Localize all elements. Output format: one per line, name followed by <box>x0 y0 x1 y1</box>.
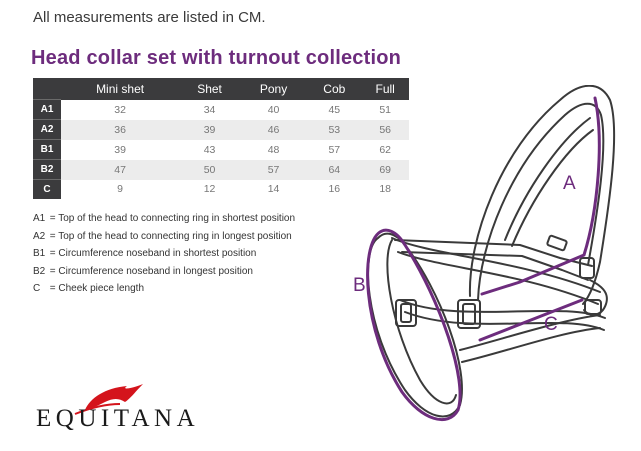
column-header: Full <box>361 78 409 100</box>
table-cell: 12 <box>203 183 216 196</box>
row-key: B1 <box>33 139 61 160</box>
legend-key: A1 <box>33 213 46 224</box>
table-cell: 32 <box>114 103 126 116</box>
table-cell: 43 <box>203 143 216 156</box>
legend-text: = Circumference noseband in longest posi… <box>49 265 253 277</box>
table-cell: 34 <box>203 103 216 116</box>
legend-item: A1 = Top of the head to connecting ring … <box>33 210 295 228</box>
head-collar-illustration: A B C <box>353 85 616 422</box>
legend-text: = Cheek piece length <box>49 283 145 294</box>
row-key: A2 <box>33 119 61 140</box>
column-header: Shet <box>179 78 240 100</box>
column-header: Pony <box>239 78 308 100</box>
row-key: C <box>33 179 61 199</box>
legend-key: A2 <box>33 230 46 242</box>
table-cell: 45 <box>328 103 341 116</box>
table-cell: 39 <box>179 119 240 140</box>
table-cell: 14 <box>267 183 280 196</box>
table-row: B1 39 43 48 57 62 <box>33 139 409 160</box>
legend-item: B1 = Circumference noseband in shortest … <box>33 245 295 263</box>
table-corner <box>33 78 61 100</box>
table-cell: 16 <box>328 183 341 196</box>
column-header: Mini shet <box>61 78 180 100</box>
table-row: B2 47 50 57 64 69 <box>33 159 409 180</box>
row-key: B2 <box>33 159 61 180</box>
table-cell: 48 <box>267 143 280 156</box>
label-b: B <box>353 275 366 296</box>
legend-key: C <box>33 283 41 294</box>
legend-key: B2 <box>33 265 46 277</box>
table-cell: 9 <box>117 183 123 196</box>
table-cell: 51 <box>379 103 392 116</box>
page-title: Head collar set with turnout collection <box>31 47 402 69</box>
table-cell: 64 <box>307 159 362 180</box>
table-cell: 36 <box>61 119 180 140</box>
legend-key: B1 <box>33 248 46 259</box>
table-cell: 56 <box>361 119 409 140</box>
legend-text: = Top of the head to connecting ring in … <box>49 230 292 242</box>
table-cell: 57 <box>328 143 341 156</box>
table-cell: 50 <box>179 159 240 180</box>
table-cell: 46 <box>239 119 308 140</box>
table-cell: 57 <box>239 159 308 180</box>
column-header: Cob <box>307 78 362 100</box>
table-cell: 40 <box>267 103 280 116</box>
size-table: Mini shet Shet Pony Cob Full A1 32 34 40… <box>33 78 409 199</box>
table-cell: 18 <box>379 183 392 196</box>
table-cell: 62 <box>379 143 392 156</box>
horse-head-logo-icon <box>74 384 143 415</box>
table-row: C 9 12 14 16 18 <box>33 179 409 199</box>
legend-item: A2 = Top of the head to connecting ring … <box>33 228 295 246</box>
table-header-row: Mini shet Shet Pony Cob Full <box>33 78 409 100</box>
label-a: A <box>563 173 576 194</box>
legend-item: C = Cheek piece length <box>33 280 295 298</box>
table-cell: 69 <box>361 159 409 180</box>
brand-name: EQUITANA <box>36 405 200 432</box>
table-cell: 39 <box>114 143 126 156</box>
table-cell: 53 <box>307 119 362 140</box>
table-row: A1 32 34 40 45 51 <box>33 99 409 120</box>
legend-text: = Circumference noseband in shortest pos… <box>49 248 257 259</box>
row-key: A1 <box>33 99 61 120</box>
table-row: A2 36 39 46 53 56 <box>33 119 409 140</box>
label-c: C <box>544 314 558 335</box>
legend-item: B2 = Circumference noseband in longest p… <box>33 263 295 281</box>
measurement-legend: A1 = Top of the head to connecting ring … <box>33 210 295 298</box>
intro-text: All measurements are listed in CM. <box>33 9 266 26</box>
table-cell: 47 <box>61 159 180 180</box>
legend-text: = Top of the head to connecting ring in … <box>49 213 296 224</box>
